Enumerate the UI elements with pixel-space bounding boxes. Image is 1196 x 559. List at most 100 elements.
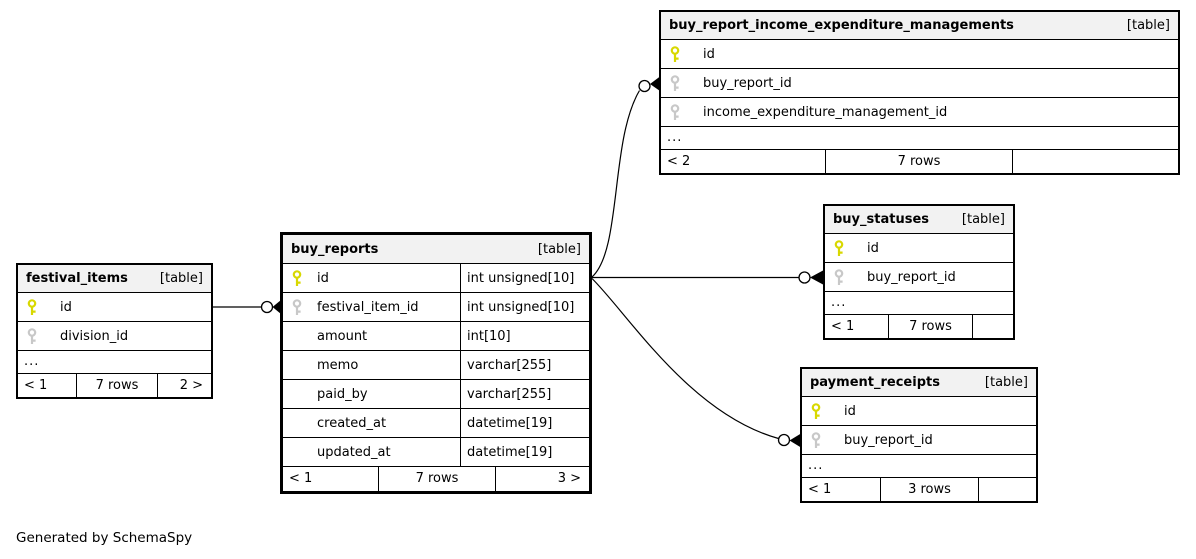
ellipsis-row: ... bbox=[661, 127, 1178, 150]
column-row: id int unsigned[10] bbox=[283, 264, 589, 293]
column-type: varchar[255] bbox=[467, 357, 552, 373]
table-footer: < 1 3 rows bbox=[802, 478, 1036, 501]
related-in-count: < 2 bbox=[667, 154, 691, 169]
column-name: updated_at bbox=[317, 444, 391, 460]
column-row: updated_at datetime[19] bbox=[283, 438, 589, 467]
primary-key-icon bbox=[833, 239, 845, 257]
column-row: buy_report_id bbox=[661, 69, 1178, 98]
relationship-buy-reports-income-expenditure-managements bbox=[591, 76, 660, 278]
row-count: 7 rows bbox=[825, 150, 1012, 173]
related-out-count: 2 > bbox=[157, 374, 211, 397]
related-out-count: 3 > bbox=[495, 467, 589, 491]
table-header: buy_report_income_expenditure_management… bbox=[661, 12, 1178, 40]
table-title: buy_report_income_expenditure_management… bbox=[669, 18, 1014, 33]
ellipsis-row: ... bbox=[825, 292, 1013, 315]
column-row: division_id bbox=[18, 322, 211, 351]
row-count: 7 rows bbox=[76, 374, 157, 397]
table-buy-statuses[interactable]: buy_statuses [table] id buy_report_id ..… bbox=[823, 204, 1015, 340]
row-count: 7 rows bbox=[888, 315, 972, 338]
table-title: buy_statuses bbox=[833, 212, 930, 227]
column-row: id bbox=[661, 40, 1178, 69]
table-header: festival_items [table] bbox=[18, 265, 211, 293]
row-count: 3 rows bbox=[880, 478, 978, 501]
table-festival-items[interactable]: festival_items [table] id division_id ..… bbox=[16, 263, 213, 399]
primary-key-icon bbox=[26, 298, 38, 316]
column-row: id bbox=[18, 293, 211, 322]
related-in-count: < 1 bbox=[831, 319, 855, 334]
table-tag: [table] bbox=[1126, 18, 1170, 33]
column-name: buy_report_id bbox=[703, 75, 792, 91]
column-name: id bbox=[60, 299, 72, 315]
ellipsis-row: ... bbox=[802, 455, 1036, 478]
relationship-buy-reports-buy-statuses bbox=[592, 270, 823, 285]
related-out-count bbox=[978, 478, 1036, 501]
column-name: paid_by bbox=[317, 386, 368, 402]
column-name: buy_report_id bbox=[867, 269, 956, 285]
table-tag: [table] bbox=[961, 212, 1005, 227]
column-row: paid_by varchar[255] bbox=[283, 380, 589, 409]
table-payment-receipts[interactable]: payment_receipts [table] id buy_report_i… bbox=[800, 367, 1038, 503]
no-key-spacer bbox=[291, 444, 303, 461]
column-name: division_id bbox=[60, 328, 129, 344]
table-header: buy_statuses [table] bbox=[825, 206, 1013, 234]
column-row: memo varchar[255] bbox=[283, 351, 589, 380]
column-name: id bbox=[867, 240, 879, 256]
foreign-key-icon bbox=[669, 74, 681, 92]
foreign-key-icon bbox=[291, 298, 303, 316]
column-type: int[10] bbox=[467, 328, 511, 344]
column-type: datetime[19] bbox=[467, 415, 553, 431]
column-name: income_expenditure_management_id bbox=[703, 104, 948, 120]
table-footer: < 2 7 rows bbox=[661, 150, 1178, 173]
row-count: 7 rows bbox=[378, 467, 495, 491]
column-type: varchar[255] bbox=[467, 386, 552, 402]
no-key-spacer bbox=[291, 357, 303, 374]
related-in-count: < 1 bbox=[808, 482, 832, 497]
column-name: id bbox=[317, 270, 329, 286]
column-type: datetime[19] bbox=[467, 444, 553, 460]
no-key-spacer bbox=[291, 386, 303, 403]
table-footer: < 1 7 rows bbox=[825, 315, 1013, 338]
relationship-buy-reports-payment-receipts bbox=[591, 278, 801, 448]
table-footer: < 1 7 rows 3 > bbox=[283, 467, 589, 491]
foreign-key-icon bbox=[26, 327, 38, 345]
column-name: buy_report_id bbox=[844, 432, 933, 448]
column-name: memo bbox=[317, 357, 359, 373]
table-buy-reports[interactable]: buy_reports [table] id int unsigned[10] … bbox=[280, 232, 592, 494]
table-header: payment_receipts [table] bbox=[802, 369, 1036, 397]
table-title: buy_reports bbox=[291, 241, 379, 257]
related-in-count: < 1 bbox=[289, 471, 313, 486]
foreign-key-icon bbox=[833, 268, 845, 286]
primary-key-icon bbox=[291, 269, 303, 287]
column-type: int unsigned[10] bbox=[467, 299, 575, 315]
related-out-count bbox=[1012, 150, 1178, 173]
relationship-festival-items-buy-reports bbox=[213, 300, 281, 314]
table-buy-report-income-expenditure-managements[interactable]: buy_report_income_expenditure_management… bbox=[659, 10, 1180, 175]
table-tag: [table] bbox=[537, 241, 581, 257]
table-title: festival_items bbox=[26, 271, 128, 286]
no-key-spacer bbox=[291, 415, 303, 432]
column-row: buy_report_id bbox=[802, 426, 1036, 455]
table-footer: < 1 7 rows 2 > bbox=[18, 374, 211, 397]
column-row: festival_item_id int unsigned[10] bbox=[283, 293, 589, 322]
column-row: income_expenditure_management_id bbox=[661, 98, 1178, 127]
column-row: amount int[10] bbox=[283, 322, 589, 351]
primary-key-icon bbox=[810, 402, 822, 420]
primary-key-icon bbox=[669, 45, 681, 63]
column-row: id bbox=[802, 397, 1036, 426]
table-tag: [table] bbox=[159, 271, 203, 286]
column-name: id bbox=[703, 46, 715, 62]
column-row: created_at datetime[19] bbox=[283, 409, 589, 438]
column-row: buy_report_id bbox=[825, 263, 1013, 292]
related-in-count: < 1 bbox=[24, 378, 48, 393]
ellipsis-row: ... bbox=[18, 351, 211, 374]
generated-by-label: Generated by SchemaSpy bbox=[16, 530, 193, 546]
no-key-spacer bbox=[291, 328, 303, 345]
related-out-count bbox=[972, 315, 1013, 338]
column-row: id bbox=[825, 234, 1013, 263]
foreign-key-icon bbox=[810, 431, 822, 449]
foreign-key-icon bbox=[669, 103, 681, 121]
column-name: created_at bbox=[317, 415, 387, 431]
column-type: int unsigned[10] bbox=[467, 270, 575, 286]
